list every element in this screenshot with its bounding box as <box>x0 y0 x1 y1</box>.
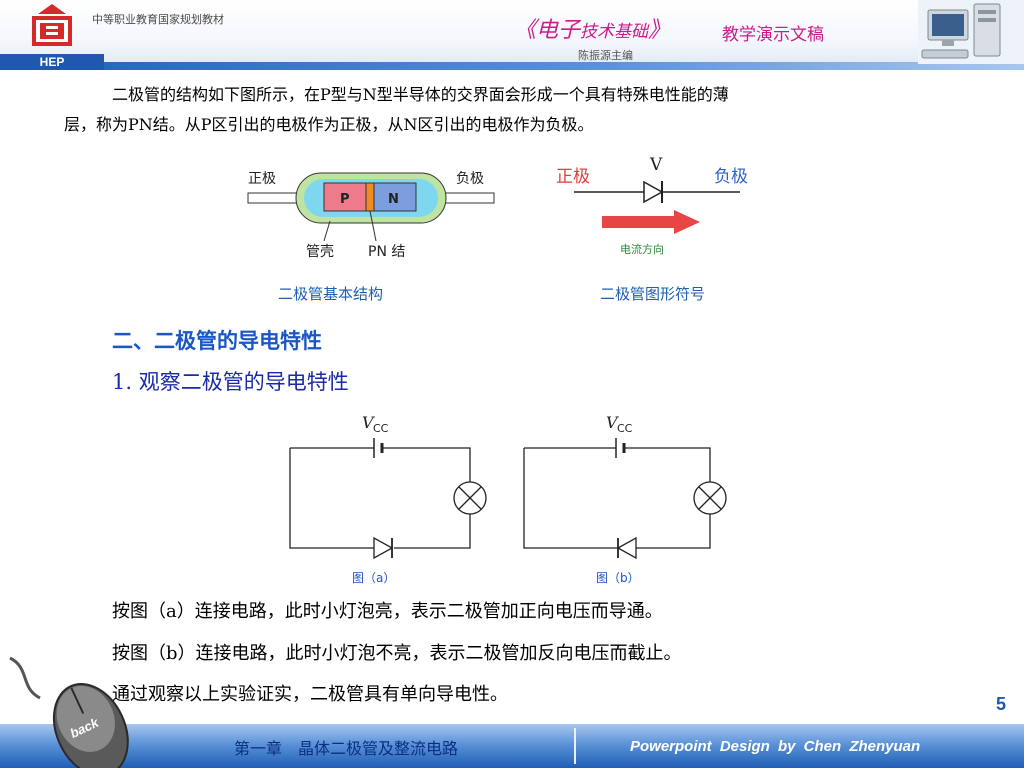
symbol-positive-label: 正极 <box>556 167 590 187</box>
pn-junction <box>365 182 375 212</box>
body-line-1: 按图（a）连接电路，此时小灯泡亮，表示二极管加正向电压而导通。 <box>112 601 663 622</box>
diode-structure-diagram: 正极 负极 P N 管壳 PN 结 <box>247 171 495 260</box>
body-line-3: 通过观察以上实验证实，二极管具有单向导电性。 <box>112 684 508 705</box>
circuit-a-vcc-sub: CC <box>373 422 389 435</box>
intro-line-1: 二极管的结构如下图所示，在P型与N型半导体的交界面会形成一个具有特殊电性能的薄 <box>64 80 984 110</box>
hep-label: HEP <box>0 54 104 70</box>
diode-forward-icon <box>373 536 394 560</box>
circuit-a-caption: 图（a） <box>352 571 396 585</box>
structure-caption: 二极管基本结构 <box>278 285 384 303</box>
intro-line-1-text: 二极管的结构如下图所示，在P型与N型半导体的交界面会形成一个具有特殊电性能的薄 <box>112 85 729 104</box>
desktop-computer-icon <box>918 0 1024 64</box>
n-region <box>373 182 417 212</box>
header-band <box>0 62 1024 70</box>
back-button[interactable]: back <box>0 648 150 768</box>
diode-reverse-icon <box>616 536 637 560</box>
mouse-cable-icon <box>9 656 41 700</box>
body-line-2: 按图（b）连接电路，此时小灯泡不亮，表示二极管加反向电压而截止。 <box>112 643 682 664</box>
intro-paragraph: 二极管的结构如下图所示，在P型与N型半导体的交界面会形成一个具有特殊电性能的薄 … <box>64 80 984 140</box>
footer-bar <box>0 724 1024 768</box>
circuit-b-diagram: V CC <box>523 413 727 560</box>
series-title: 中等职业教育国家规划教材 <box>92 13 224 26</box>
shell-label: 管壳 <box>306 243 334 260</box>
n-label: N <box>388 192 399 207</box>
symbol-caption: 二极管图形符号 <box>600 285 706 303</box>
chapter-title: 第一章 晶体二极管及整流电路 <box>234 739 459 758</box>
symbol-negative-label: 负极 <box>714 167 748 187</box>
circuit-a-vcc-v: V <box>362 413 375 432</box>
p-region <box>323 182 367 212</box>
circuit-b-caption: 图（b） <box>596 571 640 585</box>
current-arrow-icon <box>602 210 700 234</box>
editor-name: 陈振源主编 <box>578 49 633 62</box>
p-label: P <box>340 192 350 207</box>
diode-symbol-diagram: V 正极 负极 电流方向 <box>556 155 748 256</box>
subsection-heading: 1. 观察二极管的导电特性 <box>112 370 349 394</box>
structure-positive-label: 正极 <box>248 171 276 187</box>
book-title: 《电子技术基础》 <box>514 12 670 44</box>
book-title-small: 技术基础 <box>580 22 649 42</box>
footer-divider <box>574 728 576 764</box>
circuit-b-vcc-v: V <box>606 413 619 432</box>
section-heading: 二、二极管的导电特性 <box>112 329 322 353</box>
header-bar <box>0 0 1024 68</box>
symbol-v-label: V <box>649 155 663 175</box>
diode-symbol-icon <box>643 180 664 204</box>
structure-negative-label: 负极 <box>456 171 484 187</box>
junction-label: PN 结 <box>368 244 405 260</box>
publisher-logo-icon <box>32 4 72 46</box>
circuit-a-diagram: V CC <box>289 413 487 560</box>
design-credit: Powerpoint Design by Chen Zhenyuan <box>630 738 921 755</box>
book-title-main: 《电子 <box>514 18 581 43</box>
book-title-end: 》 <box>648 18 671 43</box>
circuit-b-vcc-sub: CC <box>617 422 633 435</box>
book-subtitle: 教学演示文稿 <box>722 25 824 45</box>
intro-line-2: 层，称为PN结。从P区引出的电极作为正极，从N区引出的电极作为负极。 <box>64 115 594 134</box>
page-number: 5 <box>996 694 1007 714</box>
current-direction-label: 电流方向 <box>620 242 664 256</box>
